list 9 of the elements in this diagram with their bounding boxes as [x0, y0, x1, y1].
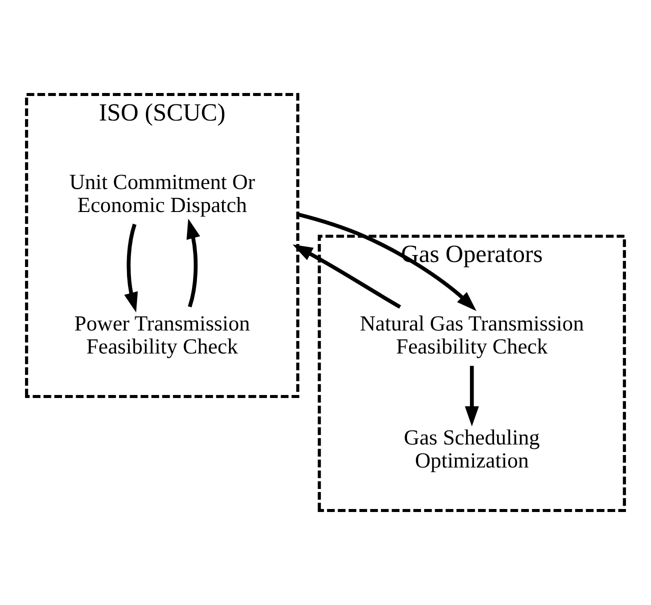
arrow	[292, 244, 402, 309]
arrow	[186, 218, 200, 308]
node-text: Power Transmission Feasibility Check	[74, 312, 250, 359]
arrow	[297, 212, 476, 312]
node-text: Gas Scheduling Optimization	[404, 426, 540, 473]
node-text: Unit Commitment Or Economic Dispatch	[69, 170, 256, 217]
node-text: Natural Gas Transmission Feasibility Check	[360, 312, 584, 359]
arrow	[124, 224, 138, 312]
arrow	[464, 366, 479, 426]
